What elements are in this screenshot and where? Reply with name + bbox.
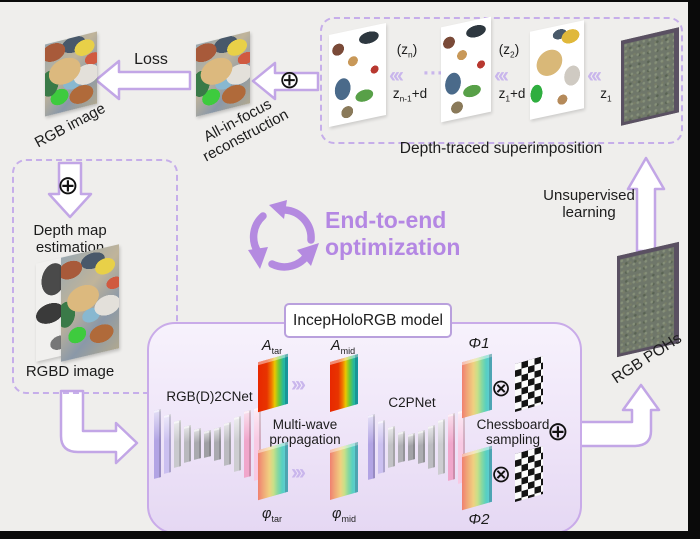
otimes-symbol-1: ⊗: [491, 374, 512, 402]
rgbd2cnet-network: [154, 406, 268, 482]
model-output-elbow-arrow: [575, 383, 661, 448]
phi2-label: Φ2: [468, 511, 490, 528]
phi-mid-label: φmid: [332, 506, 356, 524]
superimposition-box: [320, 17, 683, 144]
chevrons-left-icon-1: ‹‹‹: [389, 64, 404, 87]
cnn-layer-slab: [184, 425, 191, 463]
otimes-symbol-2: ⊗: [491, 460, 512, 488]
rgbd-image-label: RGBD image: [25, 363, 115, 380]
zn-label: (zn): [396, 42, 418, 60]
cnn-layer-slab: [438, 419, 445, 475]
depth-estimation-box: [12, 159, 178, 394]
zn1d-label: zn-1+d: [392, 86, 428, 104]
depth-plane-z1: [530, 20, 584, 120]
z1d-label: z1+d: [498, 86, 526, 104]
cnn-layer-slab: [194, 428, 201, 460]
c2pnet-label: C2PNet: [388, 395, 436, 410]
model-title-box: IncepHoloRGB model: [284, 303, 452, 338]
cycle-arrowhead-left: [248, 247, 268, 269]
chessboard-sampling-label: Chessboard sampling: [476, 417, 550, 448]
cnn-layer-slab: [224, 422, 231, 466]
oplus-symbol-left: ⊕: [57, 171, 79, 201]
superimposition-caption: Depth-traced superimposition: [399, 140, 603, 157]
cnn-layer-slab: [378, 420, 385, 474]
cnn-layer-slab: [164, 414, 171, 474]
chessboard-pattern-2: [515, 445, 543, 503]
all-in-focus-image: [196, 31, 250, 117]
cycle-arc-left: [249, 212, 267, 256]
cnn-layer-slab: [234, 416, 241, 472]
cnn-layer-slab: [204, 430, 211, 458]
z2-label: (z2): [498, 42, 520, 60]
rgbd-elbow-arrow: [59, 389, 139, 465]
a-mid-label: Amid: [330, 338, 356, 356]
phi-tar-label: φtar: [262, 506, 282, 524]
hologram-plane-source: [621, 27, 679, 126]
z1-label: z1: [600, 86, 612, 104]
cycle-arc-top: [281, 206, 315, 244]
end-to-end-headline: End-to-end optimization: [325, 207, 461, 260]
oplus-symbol-top: ⊕: [279, 65, 300, 94]
cnn-layer-slab: [428, 425, 435, 469]
oplus-symbol-model: ⊕: [547, 417, 569, 447]
cnn-layer-slab: [154, 409, 161, 479]
a-mid-field: [330, 353, 358, 413]
cycle-arrowhead-top: [269, 200, 287, 219]
rgbd-front-image: [61, 244, 119, 362]
top-edge-bar: [0, 0, 700, 2]
cycle-arc-bottom: [268, 250, 312, 271]
ellipsis-dots: ···: [423, 62, 444, 85]
depth-plane-z2: [441, 16, 491, 123]
c2pnet-network: [368, 410, 474, 484]
chevrons-right-icon-1: ›››: [291, 373, 306, 396]
cnn-layer-slab: [418, 430, 425, 464]
bottom-edge-bar: [0, 531, 700, 539]
phi-mid-field: [330, 441, 358, 501]
cnn-layer-slab: [448, 413, 455, 481]
cycle-arrowhead-bottom: [297, 243, 319, 266]
chevrons-left-icon-3: ‹‹‹: [587, 64, 602, 87]
unsupervised-learning-label: Unsupervised learning: [543, 187, 635, 221]
right-edge-bar: [688, 0, 700, 539]
phi2-field: [462, 445, 492, 511]
cnn-layer-slab: [368, 414, 375, 480]
chevrons-right-icon-2: ›››: [291, 461, 306, 484]
cnn-layer-slab: [398, 431, 405, 463]
cnn-layer-slab: [244, 410, 251, 478]
depth-plane-zn: [329, 22, 386, 128]
phi-tar-field: [258, 441, 288, 501]
a-tar-field: [258, 353, 288, 413]
phi1-field: [462, 353, 492, 419]
model-title: IncepHoloRGB model: [293, 311, 443, 329]
cnn-layer-slab: [408, 433, 415, 461]
chevrons-left-icon-2: ‹‹‹: [494, 64, 509, 87]
cnn-layer-slab: [388, 426, 395, 468]
loss-label: Loss: [134, 51, 168, 68]
cnn-layer-slab: [174, 420, 181, 468]
a-tar-label: Atar: [261, 338, 283, 356]
chessboard-pattern-1: [515, 355, 543, 413]
phi1-label: Φ1: [468, 335, 490, 352]
cnn-layer-slab: [214, 427, 221, 461]
multiwave-propagation-label: Multi-wave propagation: [269, 417, 341, 448]
rgb-image: [45, 31, 97, 117]
rgbd2cnet-label: RGB(D)2CNet: [166, 389, 253, 404]
